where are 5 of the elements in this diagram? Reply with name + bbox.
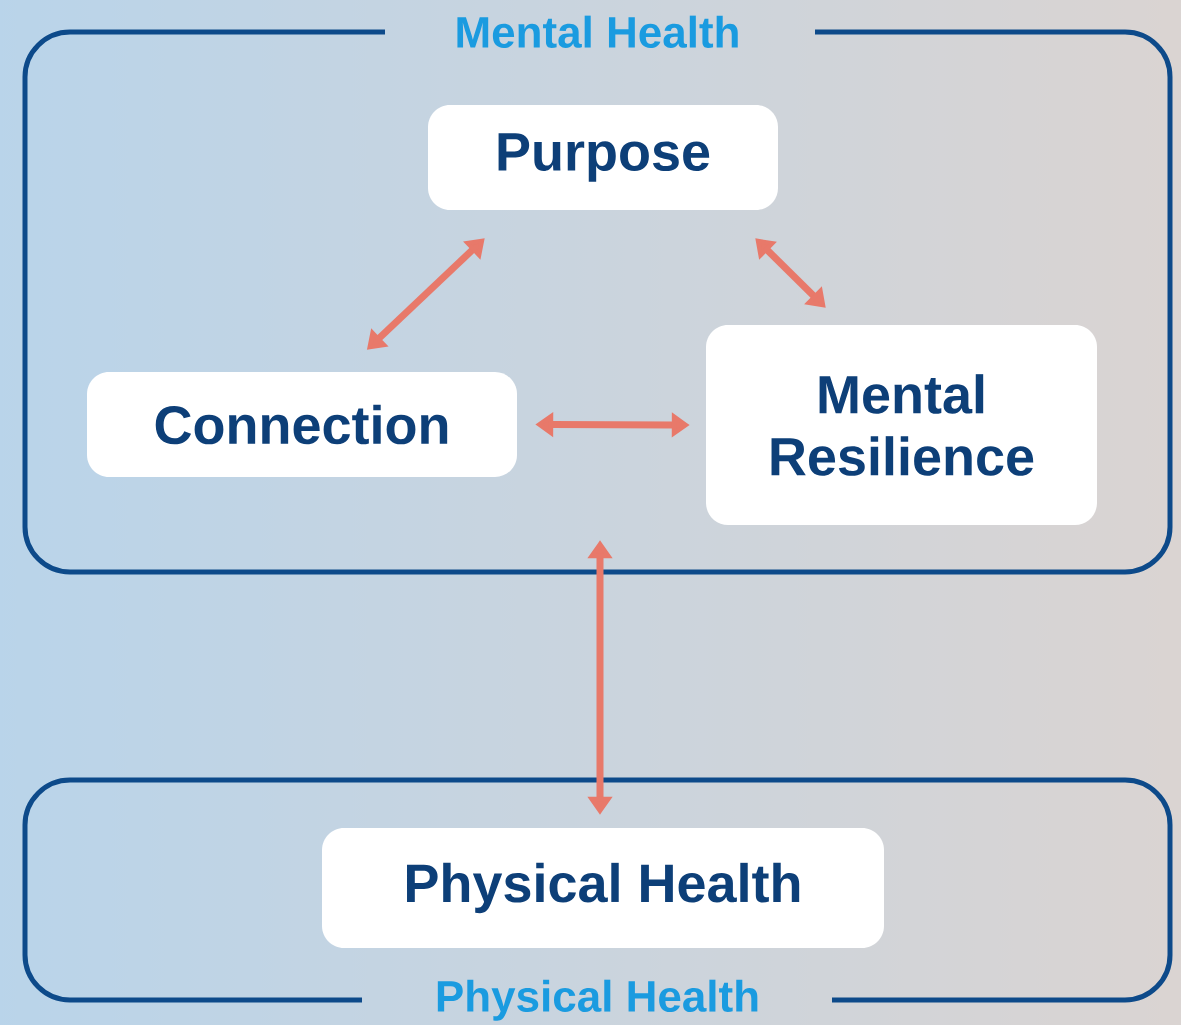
- label-box: Purpose: [428, 105, 778, 210]
- double-arrow: [755, 238, 826, 308]
- label-box: Physical Health: [322, 828, 884, 948]
- label-box: Connection: [87, 372, 517, 477]
- label-box: Mental Resilience: [706, 325, 1097, 525]
